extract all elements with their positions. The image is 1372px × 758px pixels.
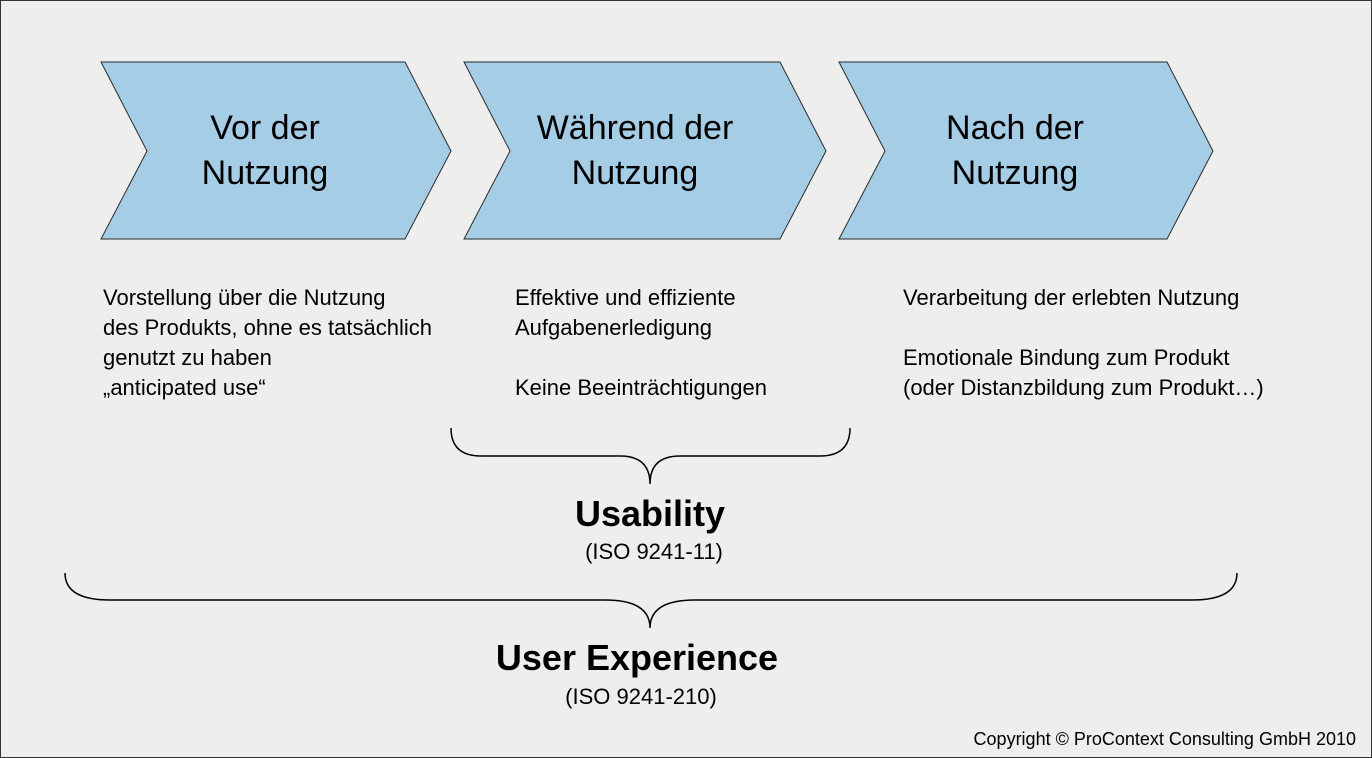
description-line: Keine Beeinträchtigungen [515, 375, 767, 400]
user-experience-title: User Experience [495, 637, 779, 678]
phase-label-after: Nach der Nutzung [946, 109, 1084, 192]
phase-chevron-before [100, 61, 452, 240]
description-line: Verarbeitung der erlebten Nutzung [903, 285, 1240, 310]
phase-label-before: Vor der Nutzung [201, 109, 329, 192]
user-experience-brace [64, 572, 1238, 629]
phase-label-during: Während der Nutzung [536, 109, 734, 192]
description-after: Verarbeitung der erlebten Nutzung Emotio… [903, 283, 1264, 403]
description-before: Vorstellung über die Nutzung des Produkt… [103, 283, 432, 403]
description-line [515, 343, 767, 373]
usability-brace [450, 427, 851, 485]
description-line: (oder Distanzbildung zum Produkt…) [903, 375, 1264, 400]
phase-chevron-during [463, 61, 827, 240]
description-line [903, 313, 1264, 343]
description-line: genutzt zu haben [103, 345, 272, 370]
description-line: Effektive und effiziente [515, 285, 736, 310]
description-line: des Produkts, ohne es tatsächlich [103, 315, 432, 340]
phase-chevron-after [838, 61, 1214, 240]
copyright-notice: Copyright © ProContext Consulting GmbH 2… [973, 729, 1356, 749]
description-line: Vorstellung über die Nutzung [103, 285, 386, 310]
usability-title: Usability [574, 493, 726, 534]
description-line: „anticipated use“ [103, 375, 266, 400]
user-experience-standard: (ISO 9241-210) [565, 684, 717, 709]
description-line: Emotionale Bindung zum Produkt [903, 345, 1230, 370]
description-line: Aufgabenerledigung [515, 315, 712, 340]
usability-standard: (ISO 9241-11) [585, 539, 723, 564]
description-during: Effektive und effiziente Aufgabenerledig… [515, 283, 767, 403]
